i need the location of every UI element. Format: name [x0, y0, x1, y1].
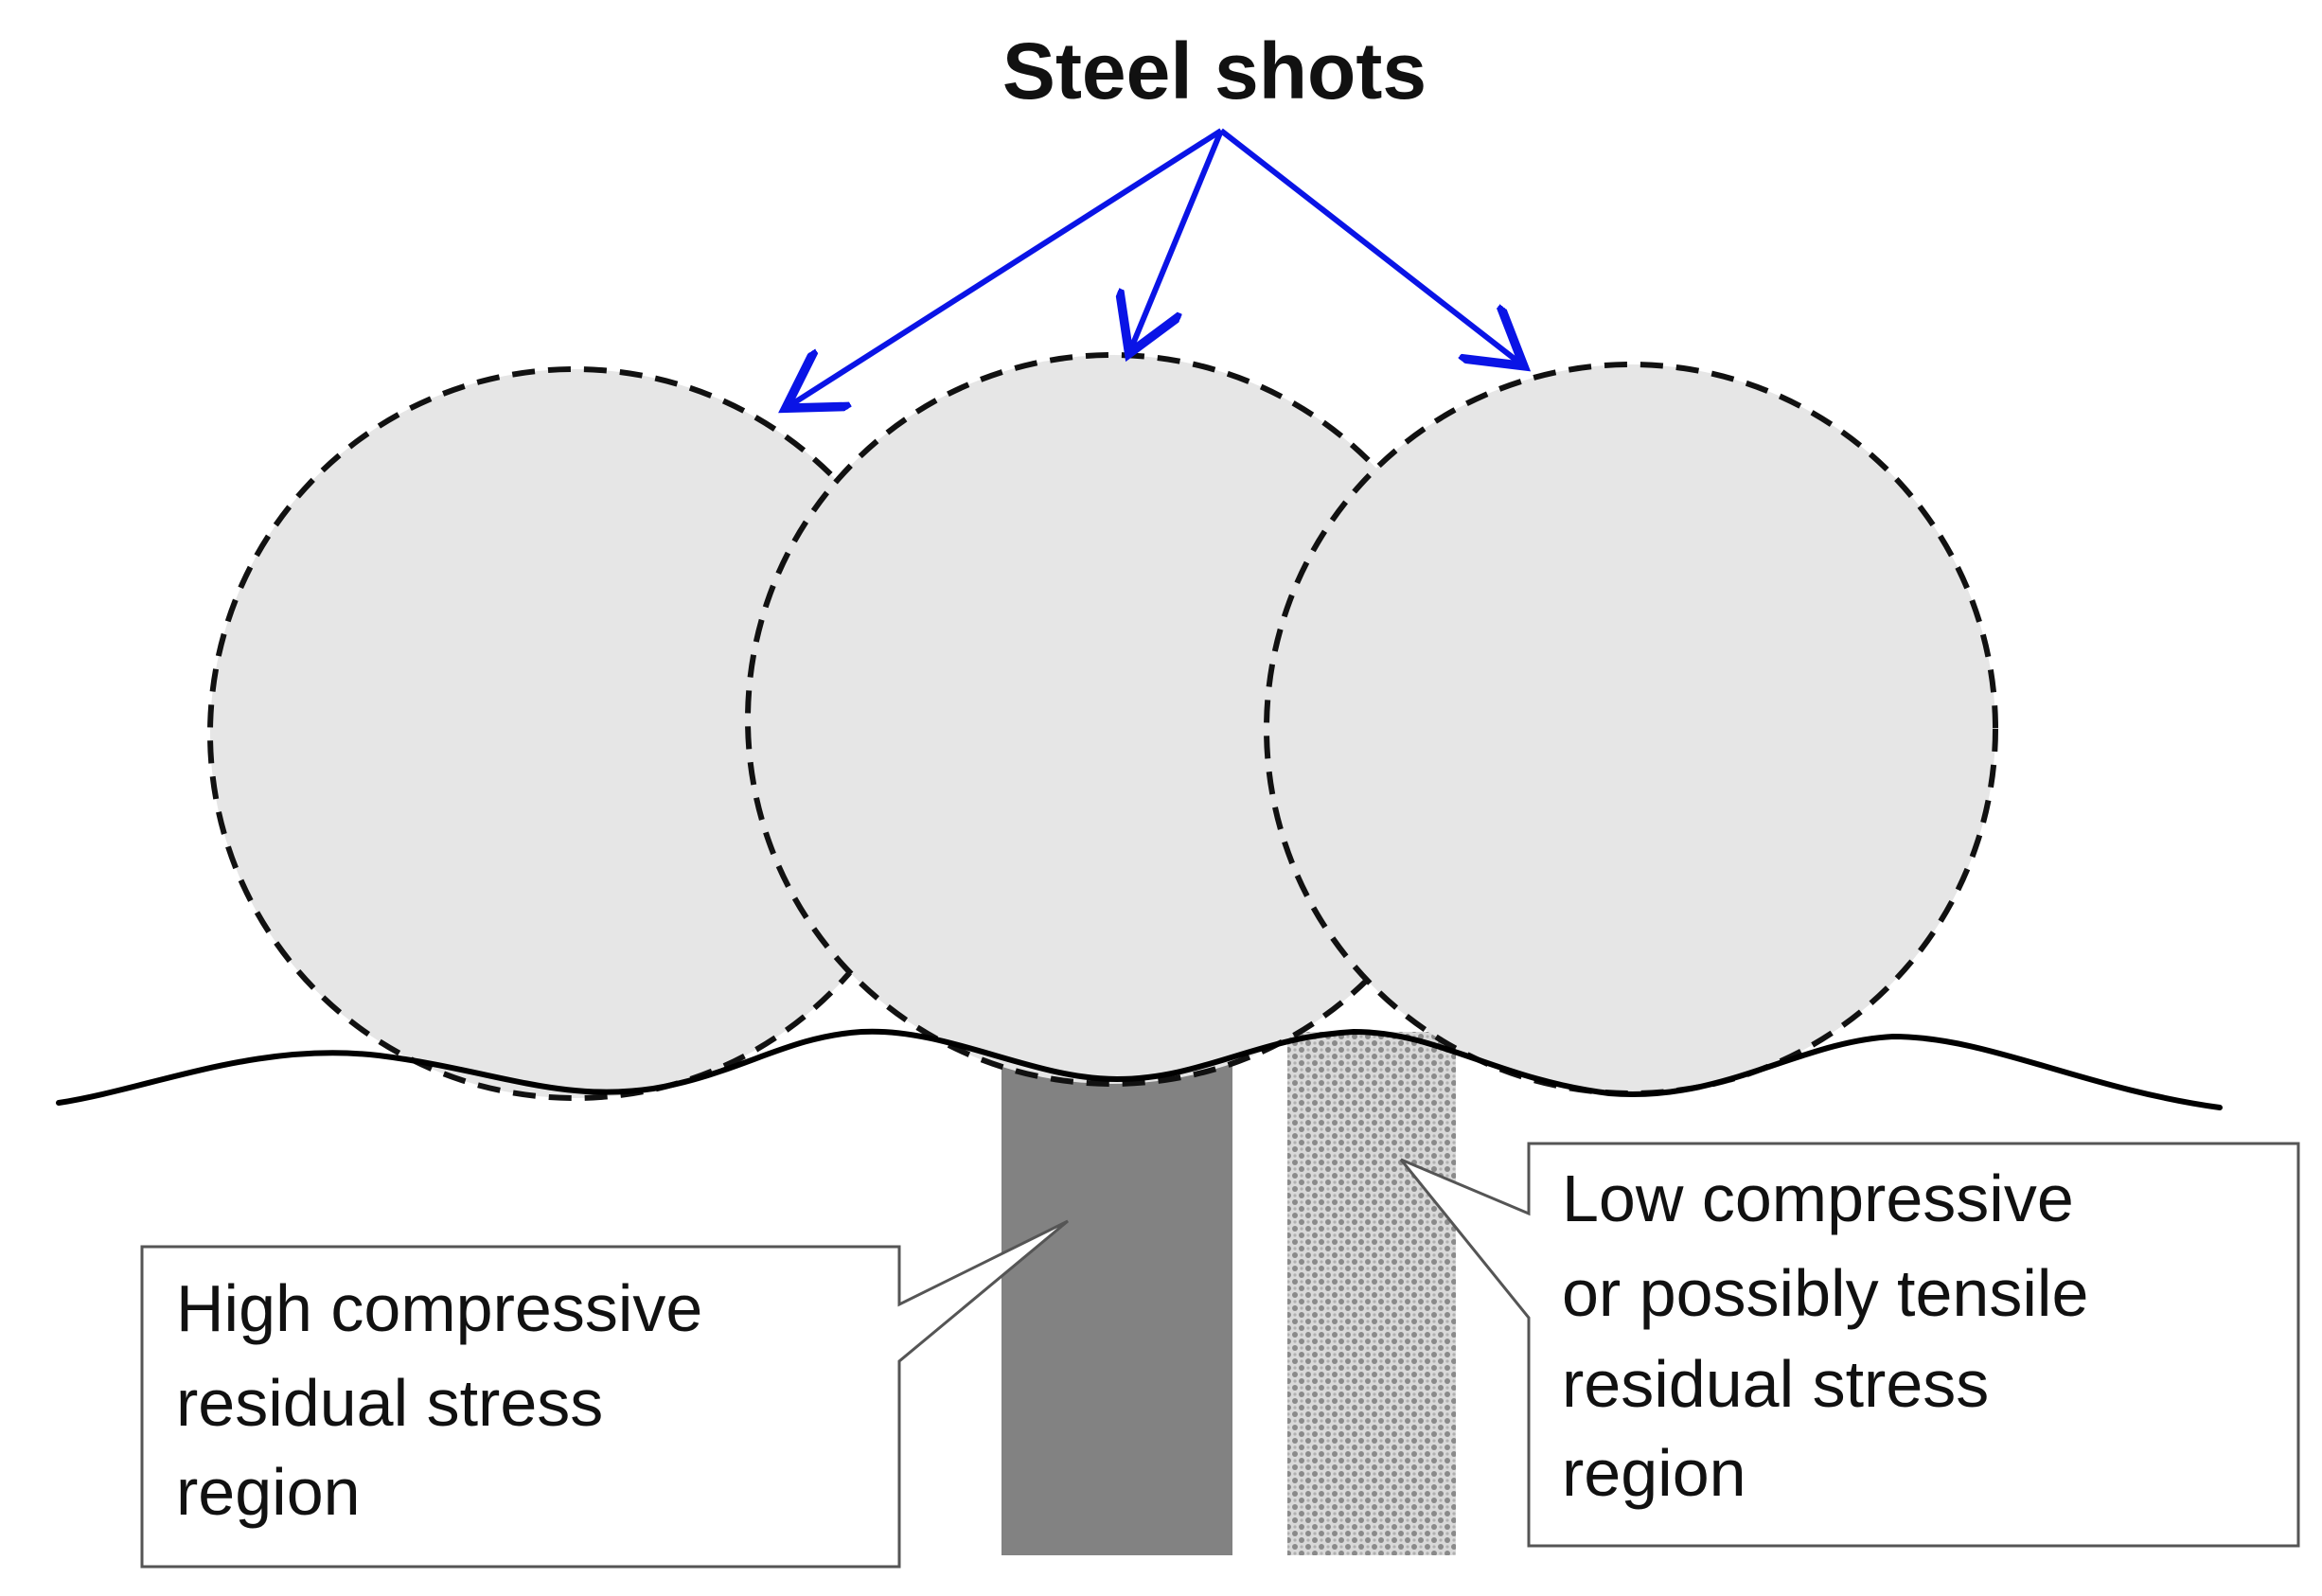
low-label-line-3: residual stress — [1562, 1347, 1989, 1421]
low-compressive-label: Low compressive or possibly tensile resi… — [1562, 1162, 2107, 1510]
low-compressive-callout-box — [1399, 1142, 2300, 1548]
high-label-line-1: High compressive — [176, 1271, 702, 1345]
low-compressive-region — [1287, 1032, 1456, 1555]
high-label-line-3: region — [176, 1455, 361, 1529]
steel-shot-right — [1264, 362, 1998, 1096]
low-label-line-1: Low compressive — [1562, 1162, 2074, 1235]
low-label-line-2: or possibly tensile — [1562, 1256, 2088, 1330]
arrow-to-left-shot — [790, 128, 1223, 405]
high-compressive-label: High compressive residual stress region — [176, 1271, 721, 1529]
arrow-to-middle-shot — [1131, 129, 1224, 348]
low-label-line-4: region — [1562, 1436, 1746, 1510]
high-label-line-2: residual stress — [176, 1366, 603, 1440]
high-compressive-callout-box — [140, 1219, 1069, 1569]
high-compressive-region — [1001, 1058, 1232, 1555]
arrow-to-right-shot — [1219, 128, 1519, 363]
diagram-title: Steel shots — [1002, 27, 1427, 115]
workpiece-surface-line — [56, 1028, 2223, 1110]
